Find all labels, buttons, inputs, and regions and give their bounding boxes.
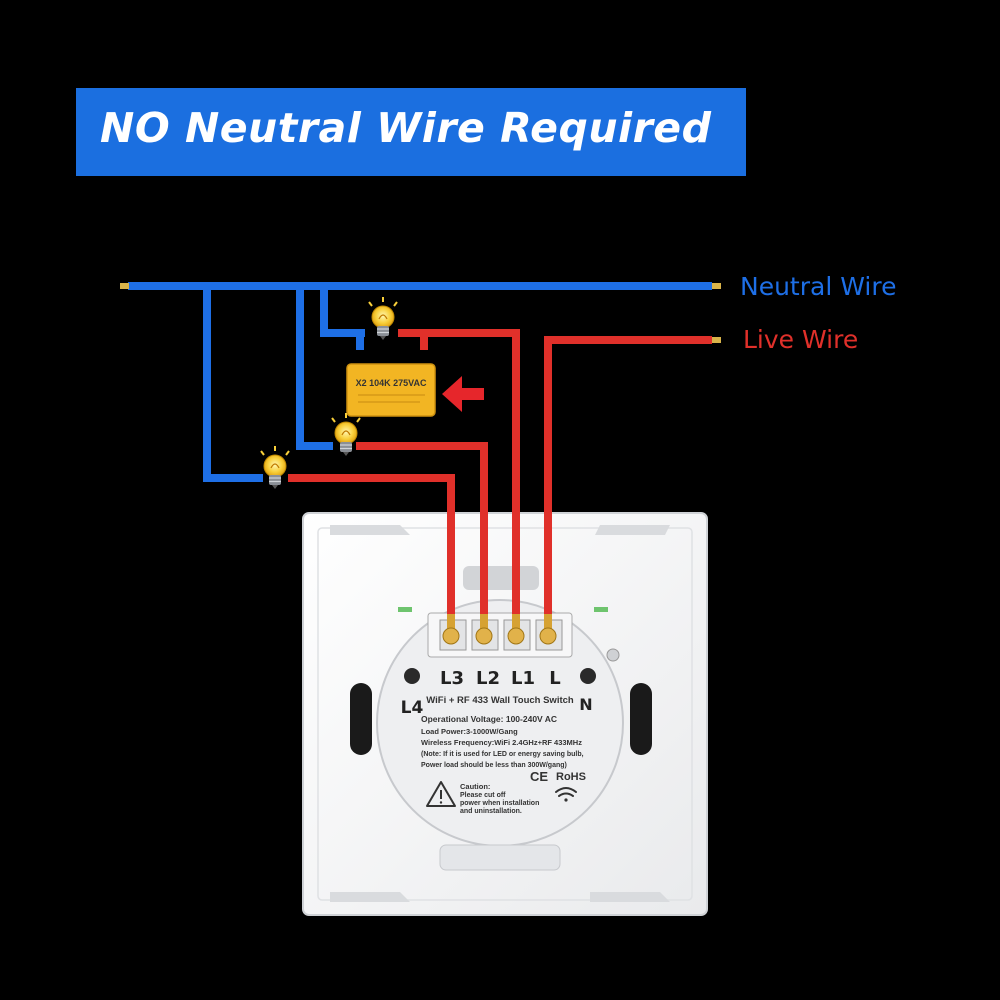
- switch-model: WiFi + RF 433 Wall Touch Switch: [426, 695, 574, 706]
- cert-ce: CE: [530, 769, 548, 784]
- spec-load: Load Power:3-1000W/Gang: [421, 727, 518, 736]
- spec-note-1: (Note: If it is used for LED or energy s…: [421, 751, 584, 758]
- capacitor-text: X2 104K 275VAC: [356, 378, 427, 388]
- wifi-icon: [555, 787, 577, 802]
- caution-title: Caution:: [460, 782, 490, 791]
- terminal-screws: [442, 614, 557, 645]
- terminal-label-l2: L2: [476, 668, 500, 689]
- terminal-label-n: N: [579, 695, 592, 714]
- caution-line-3: and uninstallation.: [460, 808, 522, 815]
- spec-note-2: Power load should be less than 300W/gang…: [421, 762, 567, 769]
- bulb-icon: [260, 445, 290, 490]
- neutral-wires: [128, 282, 712, 482]
- arrow-left-icon: [442, 376, 484, 412]
- live-wires: [288, 329, 712, 625]
- banner-title: NO Neutral Wire Required: [100, 104, 712, 152]
- terminal-label-l1: L1: [511, 668, 535, 689]
- neutral-wire-label: Neutral Wire: [740, 272, 897, 301]
- bulb-icon: [331, 412, 361, 457]
- live-wire-label: Live Wire: [743, 325, 859, 354]
- title-banner: NO Neutral Wire Required: [76, 88, 746, 176]
- caution-line-2: power when installation: [460, 800, 539, 807]
- terminal-label-l: L: [549, 668, 560, 689]
- spec-voltage: Operational Voltage: 100-240V AC: [421, 714, 557, 724]
- terminal-label-l4: L4: [401, 698, 424, 718]
- warning-icon: [426, 781, 456, 807]
- bulb-icon: [368, 296, 398, 341]
- terminal-label-l3: L3: [440, 668, 464, 689]
- spec-frequency: Wireless Frequency:WiFi 2.4GHz+RF 433MHz: [421, 738, 582, 747]
- caution-line-1: Please cut off: [460, 792, 506, 799]
- cert-rohs: RoHS: [556, 771, 586, 783]
- capacitor: X2 104K 275VAC: [346, 363, 436, 417]
